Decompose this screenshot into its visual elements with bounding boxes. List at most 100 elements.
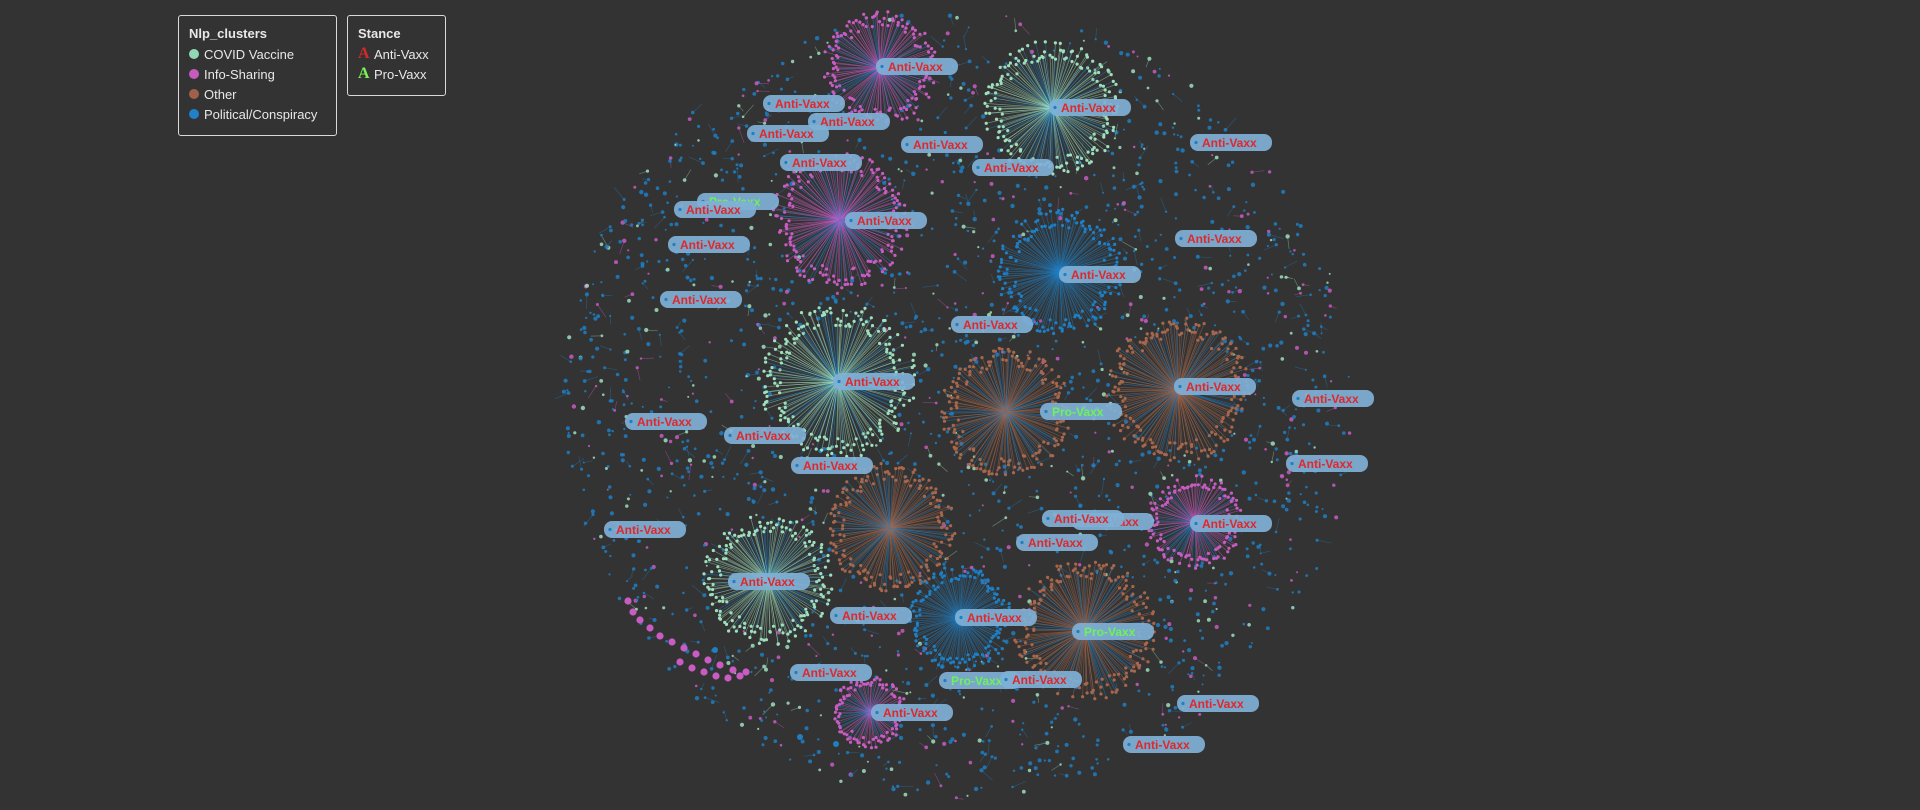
background-node xyxy=(842,297,846,301)
hub-leaf-node xyxy=(1144,336,1148,341)
background-node xyxy=(986,152,989,156)
hub-leaf-node xyxy=(829,81,833,85)
background-node xyxy=(994,230,998,234)
background-node xyxy=(641,405,644,408)
background-edge xyxy=(992,517,1006,527)
legend-item-pro-vaxx[interactable]: A Pro-Vaxx xyxy=(358,64,435,84)
background-edge xyxy=(711,654,717,669)
hub-leaf-node xyxy=(1009,144,1013,148)
background-node xyxy=(637,221,641,225)
hub-edge xyxy=(820,170,841,221)
legend-item-political-conspiracy[interactable]: Political/Conspiracy xyxy=(189,104,326,124)
hub-leaf-node xyxy=(828,527,833,531)
background-node xyxy=(1157,74,1161,78)
background-node xyxy=(927,76,932,81)
background-node xyxy=(1220,573,1224,577)
background-node xyxy=(1134,471,1138,475)
background-node xyxy=(675,459,679,463)
hub-leaf-node xyxy=(889,400,893,404)
background-node xyxy=(998,548,1003,553)
hub-leaf-node xyxy=(1008,139,1012,143)
hub-leaf-node xyxy=(1184,441,1188,445)
hub-edge xyxy=(1051,51,1064,109)
background-node xyxy=(992,239,996,243)
background-node xyxy=(838,688,843,693)
background-node xyxy=(936,116,940,120)
background-node xyxy=(1011,698,1016,704)
background-node xyxy=(622,198,626,201)
hub-edge xyxy=(801,326,839,383)
background-node xyxy=(912,352,916,357)
background-edge xyxy=(1128,724,1132,732)
hub-edge xyxy=(836,67,881,103)
hub-leaf-node xyxy=(1235,361,1239,365)
hub-leaf-node xyxy=(1060,435,1065,439)
background-node xyxy=(811,520,815,524)
background-node xyxy=(687,458,693,463)
hub-leaf-node xyxy=(993,349,998,353)
legend-swatch-political-conspiracy xyxy=(189,109,199,119)
background-node xyxy=(642,594,646,599)
background-edge xyxy=(642,283,649,290)
hub-leaf-node xyxy=(1058,326,1062,330)
background-edge xyxy=(1191,673,1196,681)
hub-leaf-node xyxy=(1017,59,1021,63)
hub-edge xyxy=(859,21,881,69)
legend-item-covid-vaccine[interactable]: COVID Vaccine xyxy=(189,44,326,64)
legend-item-anti-vaxx[interactable]: A Anti-Vaxx xyxy=(358,44,435,64)
hub-leaf-node xyxy=(1229,341,1233,345)
background-node xyxy=(1105,494,1109,498)
background-node xyxy=(754,666,757,669)
background-node xyxy=(1131,50,1135,54)
hub-edge xyxy=(889,527,929,571)
background-node xyxy=(1174,169,1179,174)
hub-leaf-node xyxy=(1103,303,1107,307)
background-node xyxy=(1246,342,1250,346)
hub-leaf-node xyxy=(1168,441,1172,445)
background-edge xyxy=(1227,206,1235,217)
hub-leaf-node xyxy=(762,403,766,407)
hub-leaf-node xyxy=(1102,135,1106,139)
hub-leaf-node xyxy=(1004,251,1009,255)
hub-edge xyxy=(839,219,869,262)
hub-leaf-node xyxy=(1128,344,1132,348)
background-edge xyxy=(1133,95,1145,107)
hub-edge xyxy=(1005,359,1044,413)
hub-leaf-node xyxy=(1059,420,1063,424)
background-node xyxy=(1289,417,1294,422)
hub-edge xyxy=(1002,248,1061,273)
background-node xyxy=(1224,641,1229,646)
background-node xyxy=(1069,491,1072,494)
hub-leaf-node xyxy=(892,366,896,370)
legend-item-other[interactable]: Other xyxy=(189,84,326,104)
background-node xyxy=(697,139,700,142)
hub-edge xyxy=(837,321,855,383)
hub-leaf-node xyxy=(918,80,922,84)
hub-leaf-node xyxy=(1021,468,1025,472)
hub-leaf-node xyxy=(835,31,839,35)
background-node xyxy=(814,36,820,41)
background-node xyxy=(1160,665,1164,668)
background-node xyxy=(899,13,904,18)
background-node xyxy=(1080,476,1086,481)
background-node xyxy=(959,86,963,90)
hub-edge xyxy=(1005,411,1021,469)
hub-leaf-node xyxy=(878,418,882,422)
hub-leaf-node xyxy=(834,544,838,549)
background-node xyxy=(626,580,628,583)
background-edge xyxy=(1274,311,1280,323)
background-node xyxy=(630,402,633,405)
background-node xyxy=(571,404,577,409)
background-edge xyxy=(1293,278,1300,289)
background-node xyxy=(1059,186,1062,189)
hub-edge xyxy=(845,34,881,69)
hub-edge xyxy=(889,488,920,529)
background-node xyxy=(725,719,728,722)
background-node xyxy=(712,127,715,131)
background-node xyxy=(678,331,681,334)
legend-item-info-sharing[interactable]: Info-Sharing xyxy=(189,64,326,84)
background-node xyxy=(1246,253,1250,257)
background-node xyxy=(782,301,787,306)
hub-leaf-node xyxy=(1050,55,1054,60)
